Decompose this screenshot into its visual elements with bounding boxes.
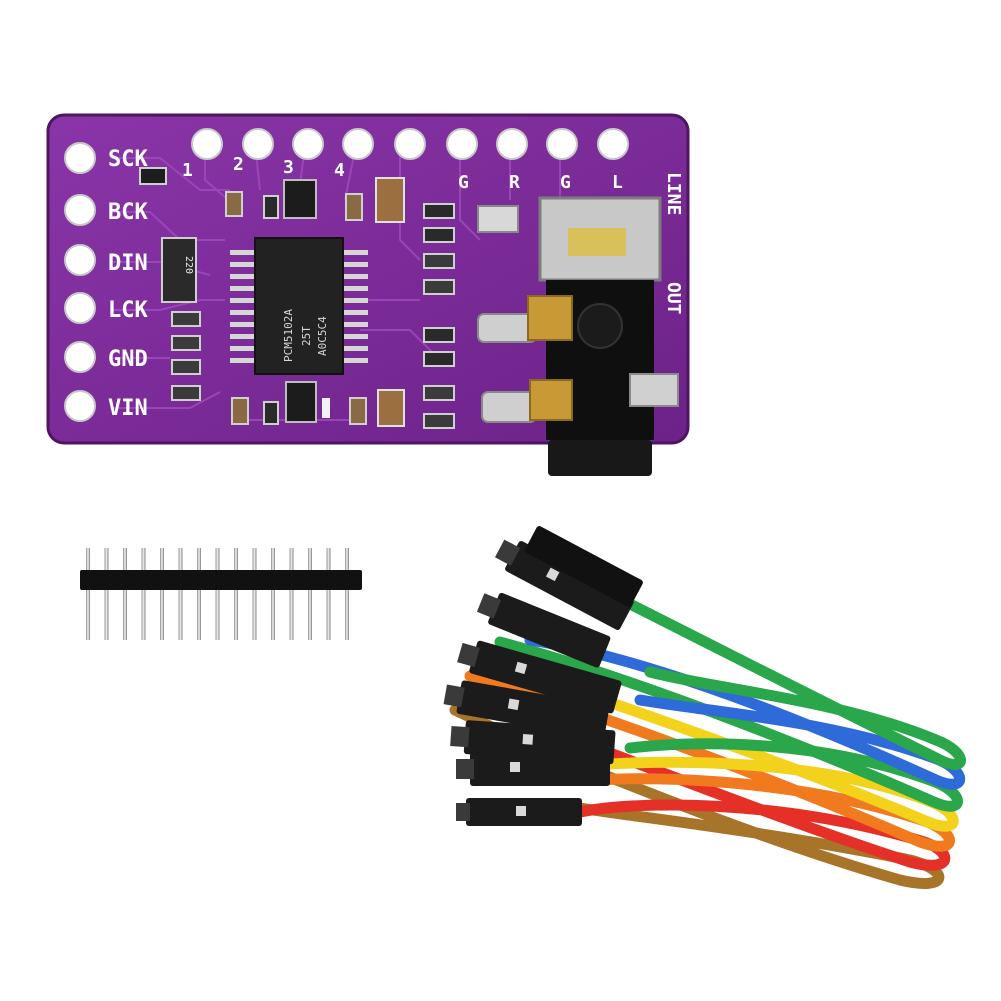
dac-chip: PCM5102A 25T A0C5C4 [230, 237, 368, 375]
header-pin [160, 548, 164, 640]
pin-label-gnd: GND [108, 347, 148, 372]
header-pin [197, 548, 201, 640]
side-pin-holes [64, 142, 96, 422]
top-pin-labels: 1 2 3 4 G R G L [182, 154, 623, 193]
audio-jack [477, 196, 679, 476]
svg-text:A0C5C4: A0C5C4 [316, 316, 329, 356]
jumper-wire-bundle [443, 526, 966, 889]
pin-label-g1: G [458, 172, 469, 193]
svg-text:OUT: OUT [663, 282, 684, 315]
edge-label-line: LINE [663, 172, 684, 215]
header-pin [123, 548, 127, 640]
header-pin [178, 548, 183, 640]
pin-label-r: R [509, 172, 520, 193]
header-pin [215, 548, 220, 640]
smd-components [139, 167, 455, 429]
wire-green-1 [494, 636, 963, 812]
header-pin [289, 548, 294, 640]
dac-board: SCK BCK DIN LCK GND VIN 1 2 3 4 G R G [46, 113, 690, 476]
header-pin [252, 548, 257, 640]
pin-label-bck: BCK [108, 200, 148, 225]
side-pin-labels: SCK BCK DIN LCK GND VIN [108, 147, 148, 421]
pin-header-strip [80, 548, 362, 640]
header-pin [345, 548, 349, 640]
pin-label-4: 4 [334, 160, 345, 181]
pin-label-g2: G [560, 172, 571, 193]
header-pin [104, 548, 109, 640]
svg-text:25T: 25T [300, 326, 313, 346]
svg-text:220: 220 [183, 256, 194, 274]
pin-label-vin: VIN [108, 396, 148, 421]
top-pin-holes [191, 128, 629, 160]
pin-label-1: 1 [182, 160, 193, 181]
pin-label-3: 3 [283, 157, 294, 178]
dupont-connectors [443, 526, 643, 826]
header-pin [271, 548, 275, 640]
header-pin [308, 548, 312, 640]
edge-label-out: OUT [663, 282, 684, 315]
svg-text:LINE: LINE [663, 172, 684, 215]
pin-label-lck: LCK [108, 298, 148, 323]
wire-green-2 [626, 599, 966, 770]
wire-yellow [474, 654, 959, 832]
header-pin [141, 548, 146, 640]
pin-label-din: DIN [108, 251, 148, 276]
resistor-array: 220 [161, 237, 197, 303]
pin-label-l: L [612, 172, 623, 193]
header-pin [86, 548, 90, 640]
header-pin [234, 548, 238, 640]
svg-text:PCM5102A: PCM5102A [282, 309, 295, 362]
wire-orange [464, 670, 955, 852]
pin-label-2: 2 [233, 154, 244, 175]
header-pin [326, 548, 331, 640]
